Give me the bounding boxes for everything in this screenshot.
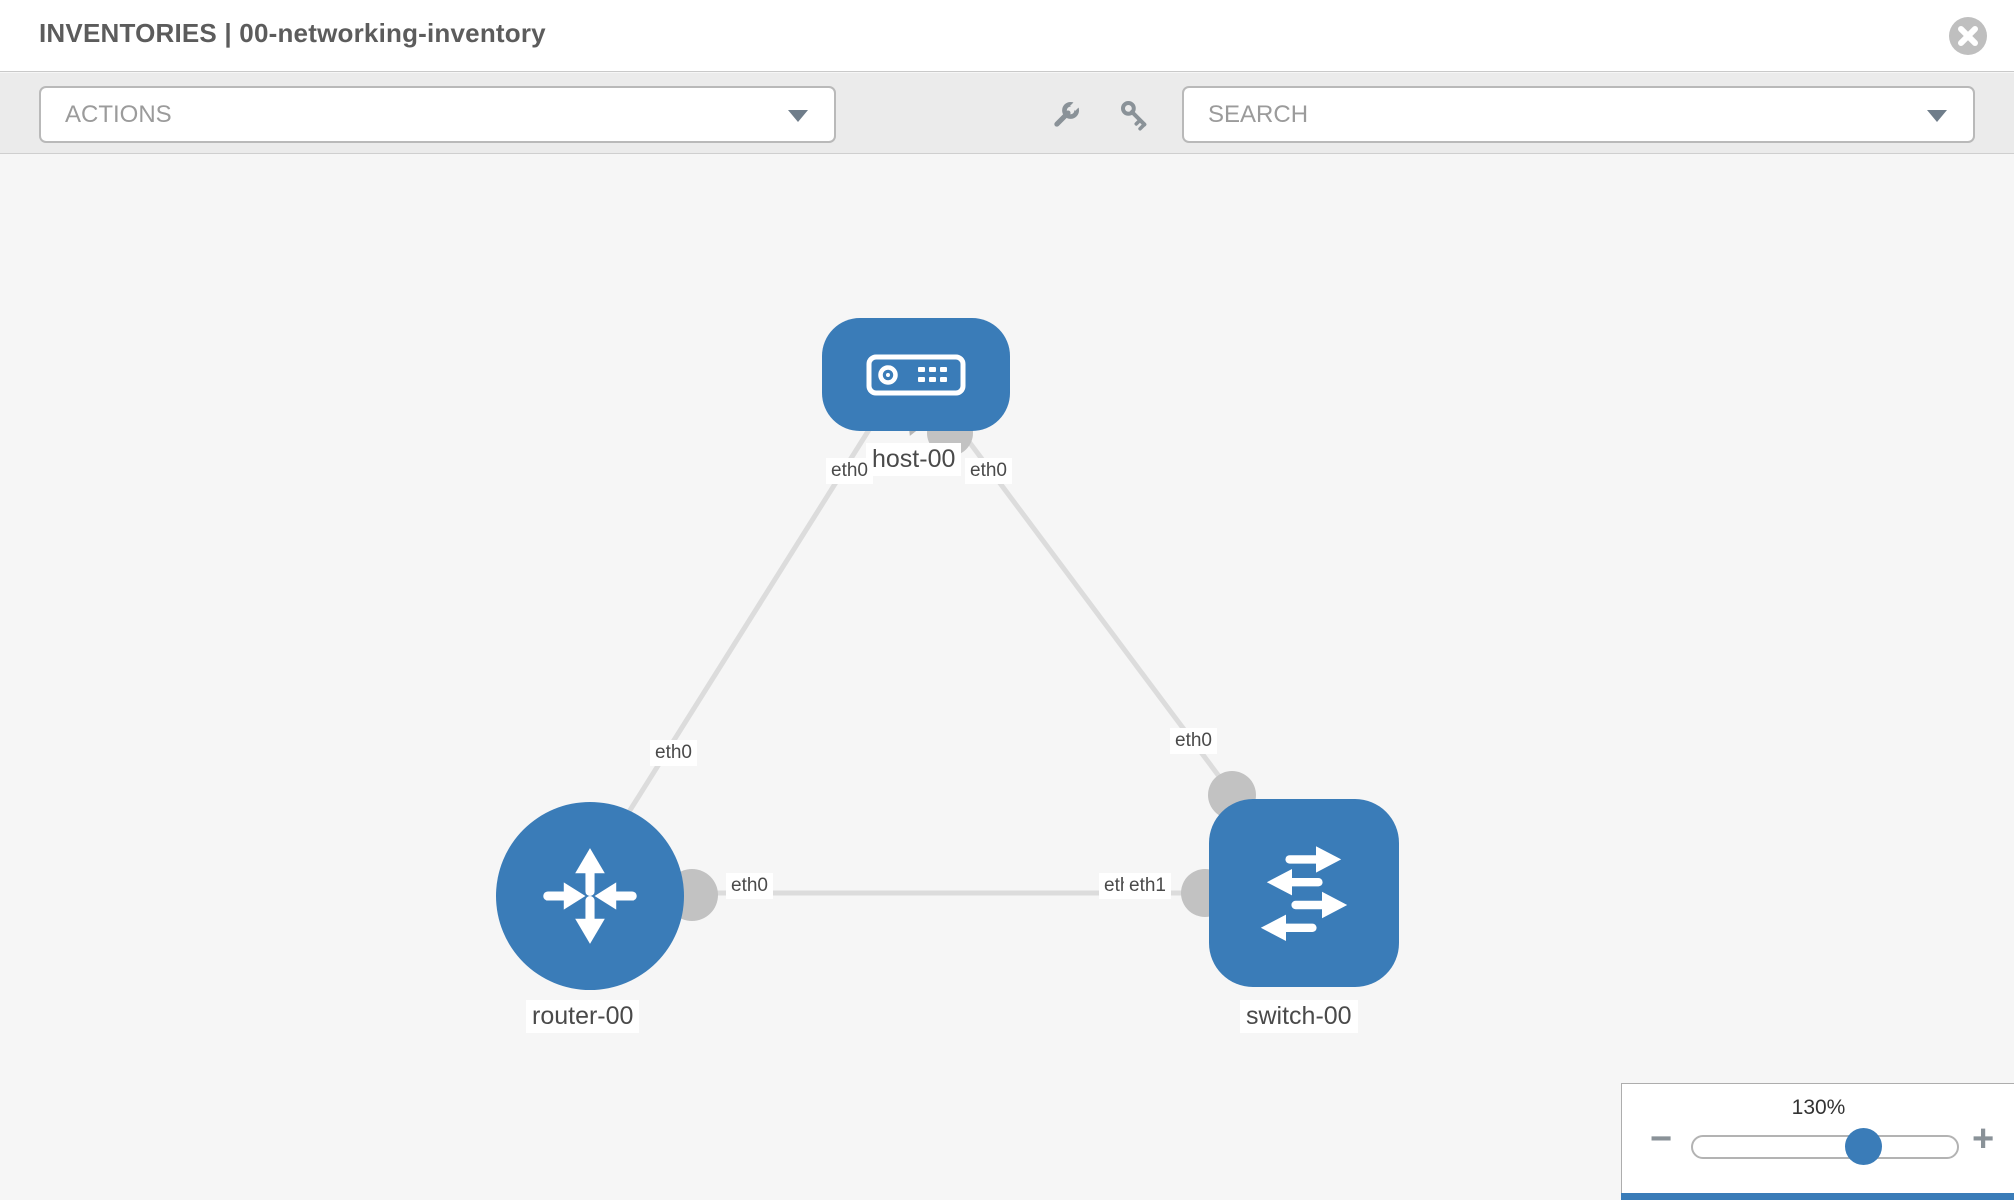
zoom-out-button[interactable]: − — [1650, 1118, 1673, 1160]
interface-label-host-eth0-left: eth0 — [826, 458, 873, 484]
wrench-icon — [1054, 99, 1082, 127]
actions-dropdown[interactable]: ACTIONS — [39, 86, 836, 143]
actions-dropdown-label: ACTIONS — [65, 100, 172, 128]
key-button[interactable] — [1117, 97, 1153, 133]
interface-label-host-eth0-right: eth0 — [965, 458, 1012, 484]
zoom-slider[interactable] — [1691, 1128, 1959, 1165]
search-dropdown[interactable]: SEARCH — [1182, 86, 1975, 143]
page-title: INVENTORIES | 00-networking-inventory — [39, 18, 546, 48]
zoom-level-value: 130% — [1791, 1096, 1846, 1119]
key-panel-top-edge — [1621, 1193, 2014, 1200]
interface-label-switch-eth0-uplink: eth0 — [1170, 728, 1217, 754]
zoom-slider-thumb[interactable] — [1845, 1128, 1883, 1165]
interface-label-switch-eth1: eth1 — [1124, 873, 1171, 899]
wrench-button[interactable] — [1048, 97, 1084, 133]
close-icon — [1949, 17, 1987, 55]
node-label-switch: switch-00 — [1240, 1000, 1358, 1033]
node-router-00[interactable] — [496, 802, 684, 990]
router-arrows-icon — [543, 848, 637, 944]
chevron-down-icon — [1927, 109, 1947, 122]
key-icon — [1121, 101, 1147, 131]
topology-canvas[interactable]: host-00 router-00 switch-00 eth0 eth0 et… — [0, 155, 2014, 1200]
zoom-in-button[interactable]: + — [1972, 1118, 1995, 1160]
close-button[interactable] — [1948, 16, 1988, 56]
node-switch-00[interactable] — [1209, 799, 1399, 987]
switch-arrows-icon — [1260, 846, 1348, 941]
toolbar: ACTIONS SEARCH — [0, 73, 2014, 154]
node-label-host: host-00 — [866, 443, 962, 476]
links-layer — [624, 423, 1236, 896]
search-placeholder: SEARCH — [1208, 100, 1309, 128]
chevron-down-icon — [788, 109, 808, 122]
node-label-router: router-00 — [526, 1000, 640, 1033]
interface-label-router-eth0-uplink: eth0 — [650, 740, 697, 766]
zoom-control-panel: 130% − + — [1621, 1083, 2014, 1200]
interface-label-router-eth0: eth0 — [726, 873, 773, 899]
breadcrumb-header: INVENTORIES | 00-networking-inventory — [0, 0, 2014, 72]
node-host-00[interactable] — [822, 318, 1010, 431]
host-server-icon — [866, 354, 966, 395]
